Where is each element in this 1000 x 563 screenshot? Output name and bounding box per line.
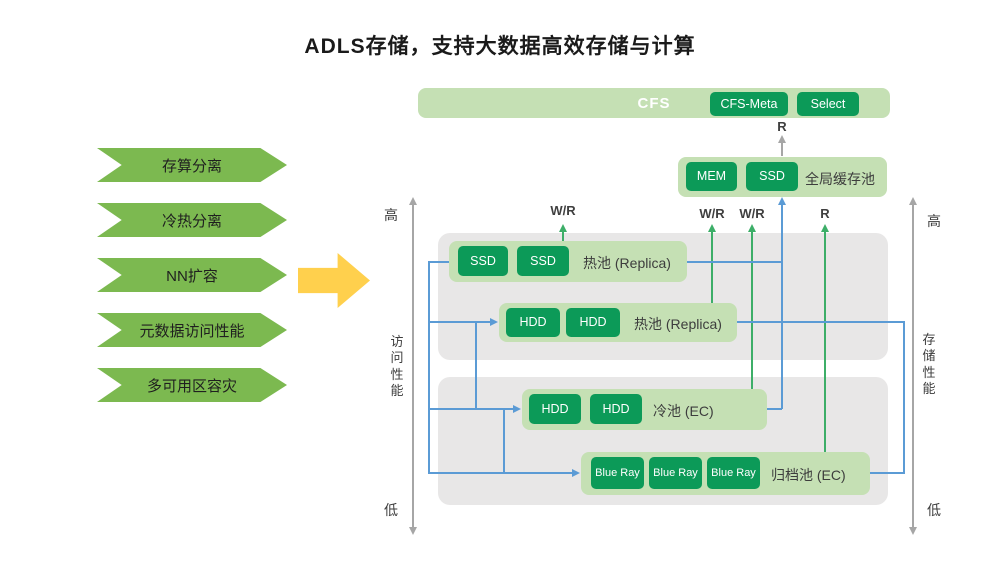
tier-label: 热池 (Replica)	[634, 316, 722, 332]
blueray-chip: Blue Ray	[707, 457, 760, 489]
feature-chevron-multi-az: 多可用区容灾	[97, 368, 287, 402]
connector-left-bus	[428, 261, 430, 474]
hdd-chip: HDD	[590, 394, 642, 424]
tier-label: 冷池 (EC)	[653, 403, 714, 419]
mem-chip: MEM	[686, 162, 737, 191]
cfs-meta-box: CFS-Meta	[710, 92, 788, 116]
hdd-chip: HDD	[566, 308, 620, 337]
tier-label: 归档池 (EC)	[771, 467, 846, 483]
page-title: ADLS存储，支持大数据高效存储与计算	[304, 35, 696, 58]
right-block-arrow-icon	[298, 253, 370, 308]
connector-wr1	[562, 230, 564, 241]
down-arrow-icon	[909, 527, 917, 535]
ssd-cache-chip: SSD	[746, 162, 798, 191]
cfs-label: CFS	[637, 94, 671, 112]
connector-to-row3	[428, 408, 513, 410]
up-arrow-icon	[748, 224, 756, 232]
feature-chevron-hot-cold-separation: 冷热分离	[97, 203, 287, 237]
connector-hddhot-right	[737, 321, 905, 323]
feature-chevron-storage-compute-separation: 存算分离	[97, 148, 287, 182]
connector-ssdpool-to-cache	[687, 261, 782, 263]
right-arrow-icon	[490, 318, 498, 326]
flow-label-wr2: W/R	[699, 206, 725, 221]
left-axis-low-label: 低	[384, 502, 398, 518]
ssd-chip: SSD	[517, 246, 569, 276]
connector-row3-row4	[503, 408, 505, 473]
connector-to-row2	[428, 321, 490, 323]
connector-cold-to-cache	[781, 203, 783, 409]
global-cache-pool-label: 全局缓存池	[805, 171, 875, 187]
connector-cache-to-cfs	[781, 141, 783, 156]
connector-archive-right	[870, 472, 905, 474]
up-arrow-icon	[909, 197, 917, 205]
right-axis-high-label: 高	[927, 213, 941, 229]
up-arrow-icon	[409, 197, 417, 205]
left-axis-line	[412, 203, 414, 528]
right-arrow-icon	[513, 405, 521, 413]
down-arrow-icon	[409, 527, 417, 535]
right-axis-line	[912, 203, 914, 528]
connector-right-bus	[903, 321, 905, 474]
left-axis-title: 访问性能	[390, 334, 404, 398]
up-arrow-icon	[778, 197, 786, 205]
connector-to-row1	[428, 261, 449, 263]
connector-wr2	[711, 230, 713, 303]
blueray-chip: Blue Ray	[591, 457, 644, 489]
feature-chevron-nn-scaling: NN扩容	[97, 258, 287, 292]
blueray-chip: Blue Ray	[649, 457, 702, 489]
flow-label-wr1: W/R	[550, 203, 576, 218]
up-arrow-icon	[559, 224, 567, 232]
ssd-chip: SSD	[458, 246, 508, 276]
right-arrow-icon	[572, 469, 580, 477]
flow-label-r-top: R	[777, 119, 787, 134]
select-box: Select	[797, 92, 859, 116]
connector-coldpool-right	[767, 408, 782, 410]
tier-label: 热池 (Replica)	[583, 255, 671, 271]
connector-to-row4	[428, 472, 572, 474]
left-axis-high-label: 高	[384, 207, 398, 223]
up-arrow-icon	[708, 224, 716, 232]
connector-wr3	[751, 230, 753, 389]
connector-row2-row3	[475, 321, 477, 409]
up-arrow-icon	[778, 135, 786, 143]
feature-chevron-metadata-performance: 元数据访问性能	[97, 313, 287, 347]
hdd-chip: HDD	[506, 308, 560, 337]
up-arrow-icon	[821, 224, 829, 232]
flow-label-wr3: W/R	[739, 206, 765, 221]
flow-label-r-right: R	[820, 206, 830, 221]
hdd-chip: HDD	[529, 394, 581, 424]
right-axis-title: 存储性能	[922, 332, 936, 396]
right-axis-low-label: 低	[927, 502, 941, 518]
connector-r-archive	[824, 230, 826, 452]
